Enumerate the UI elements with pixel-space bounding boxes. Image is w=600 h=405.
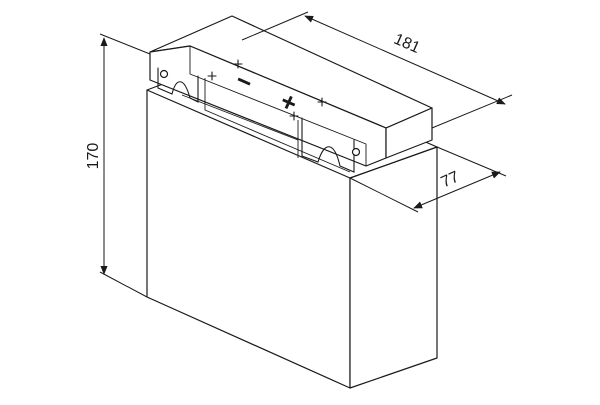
height-extension-bottom bbox=[99, 271, 148, 298]
battery-lid bbox=[149, 15, 433, 173]
height-extension-top bbox=[99, 33, 151, 55]
depth-label: 77 bbox=[439, 168, 462, 191]
height-label: 170 bbox=[85, 143, 102, 170]
lid-recess-edge bbox=[181, 94, 299, 141]
left-terminal-recess bbox=[157, 67, 199, 103]
depth-extension-left bbox=[349, 177, 419, 213]
battery-body bbox=[146, 57, 439, 389]
small-plus-mark-4 bbox=[289, 111, 299, 121]
depth-extension-right bbox=[436, 146, 507, 177]
length-dimension-line bbox=[304, 15, 506, 105]
small-plus-mark-2 bbox=[207, 71, 217, 81]
lid-right-face bbox=[385, 107, 433, 159]
battery-side-face bbox=[349, 146, 438, 389]
left-terminal-bolt bbox=[159, 69, 169, 79]
dimension-depth: 77 bbox=[349, 146, 507, 213]
length-extension-right bbox=[431, 94, 513, 129]
right-terminal-recess bbox=[301, 117, 355, 173]
right-terminal-bolt bbox=[351, 147, 361, 157]
dimension-height: 170 bbox=[85, 33, 151, 298]
length-extension-left bbox=[241, 11, 309, 41]
small-plus-mark-1 bbox=[233, 59, 243, 69]
lid-step-line bbox=[189, 46, 367, 166]
depth-dimension-line bbox=[413, 171, 501, 209]
length-label: 181 bbox=[391, 31, 422, 57]
